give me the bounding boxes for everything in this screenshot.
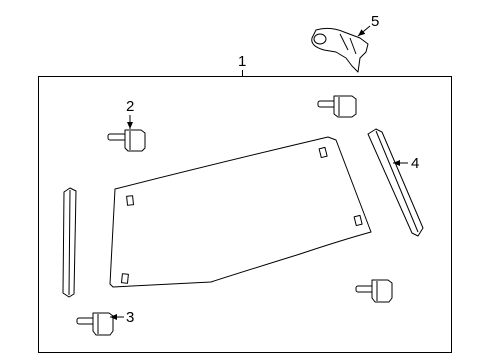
glass-mount-pad [126, 195, 135, 206]
lower-right-clip-part [355, 279, 393, 303]
rear-window-glass [109, 136, 372, 288]
callout-4: 4 [411, 155, 419, 172]
upper-clip-part [107, 129, 146, 152]
callout-2: 2 [126, 98, 134, 115]
hinge-bracket-hole [313, 33, 327, 45]
glass-mount-pad [120, 273, 129, 284]
callout-3: 3 [126, 309, 134, 326]
glass-mount-pad [353, 214, 363, 227]
callout-5-leader [357, 25, 371, 37]
hinge-bracket-part [311, 27, 369, 73]
callout-5: 5 [371, 13, 379, 30]
right-molding-part [367, 128, 424, 237]
left-molding-part [62, 187, 77, 298]
upper-right-clip-part [317, 95, 357, 118]
glass-mount-pad [318, 146, 328, 159]
callout-1: 1 [238, 53, 246, 70]
assembly-frame [38, 76, 452, 353]
lower-clip-part [76, 312, 114, 336]
